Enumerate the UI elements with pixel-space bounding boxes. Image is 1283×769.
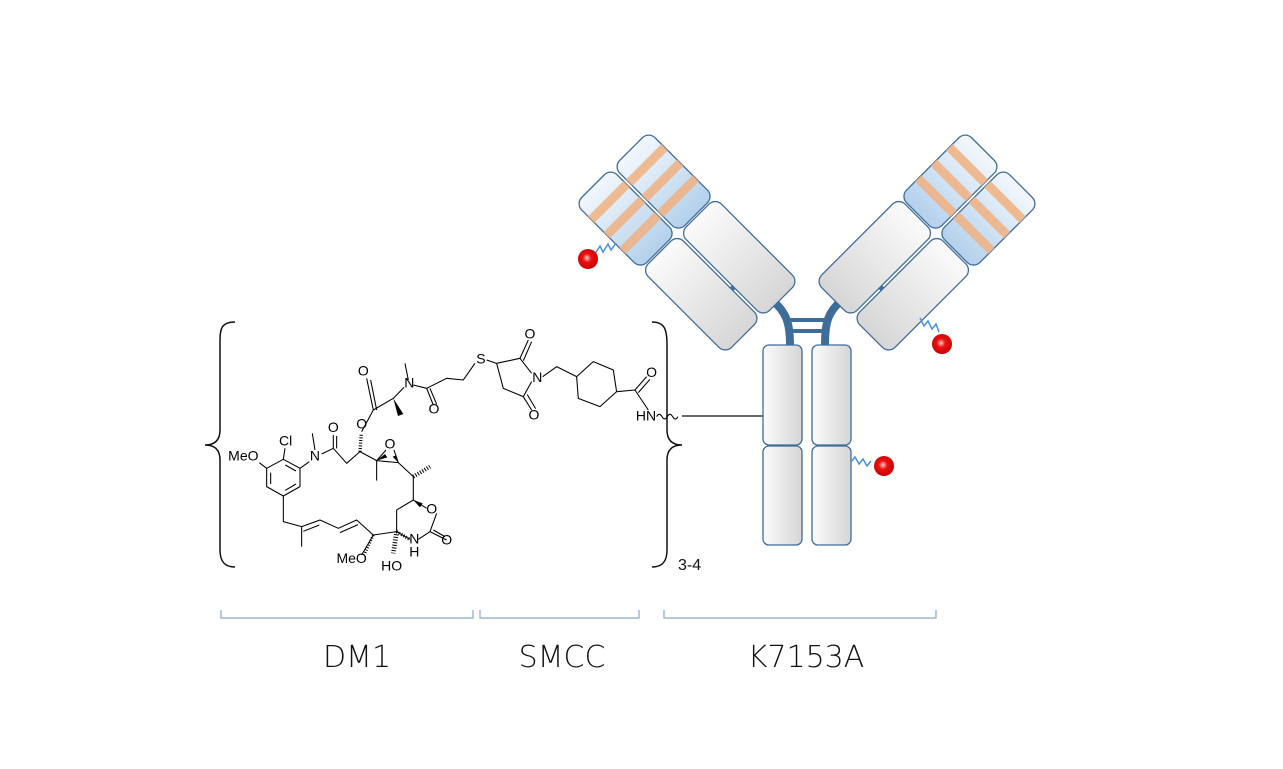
fc-domain bbox=[811, 344, 852, 446]
atom-label: N bbox=[404, 375, 414, 391]
atom-label: O bbox=[646, 364, 657, 380]
atom-label: O bbox=[441, 531, 452, 547]
right-brace bbox=[651, 321, 683, 568]
dm1-smcc-structure: Cl MeO N O O O O O N H MeO HO O N O S O … bbox=[228, 326, 679, 573]
atom-label: MeO bbox=[228, 447, 258, 463]
fc-domain bbox=[762, 445, 803, 546]
atom-label: O bbox=[529, 407, 540, 423]
atom-label: O bbox=[385, 436, 396, 452]
drug-antibody-ratio: 3-4 bbox=[678, 557, 701, 574]
atom-label: HN bbox=[636, 407, 656, 423]
label-dm1: DM1 bbox=[323, 640, 391, 675]
label-smcc: SMCC bbox=[519, 640, 606, 675]
left-brace bbox=[204, 321, 236, 568]
payload-markers bbox=[578, 242, 952, 476]
atom-label: N bbox=[310, 447, 320, 463]
atom-label: O bbox=[358, 362, 369, 378]
label-k7153a: K7153A bbox=[748, 640, 865, 675]
atom-label: O bbox=[429, 401, 440, 417]
atom-label: O bbox=[426, 501, 437, 517]
payload-dot bbox=[578, 249, 598, 269]
antibody bbox=[574, 130, 1040, 546]
payload-dot bbox=[874, 456, 894, 476]
section-brackets bbox=[220, 610, 937, 619]
atom-label: O bbox=[328, 419, 339, 435]
atom-label: S bbox=[476, 351, 485, 367]
atom-label: N bbox=[409, 531, 419, 547]
atom-label: HO bbox=[381, 557, 402, 573]
atom-label: N bbox=[532, 369, 542, 385]
fc-domain bbox=[811, 445, 852, 546]
atom-label: Cl bbox=[279, 432, 292, 448]
atom-label: H bbox=[409, 543, 419, 559]
atom-label: MeO bbox=[336, 550, 366, 566]
atom-label: O bbox=[356, 416, 367, 432]
payload-dot bbox=[932, 334, 952, 354]
atom-label: O bbox=[525, 326, 536, 342]
fc-domain bbox=[762, 344, 803, 446]
